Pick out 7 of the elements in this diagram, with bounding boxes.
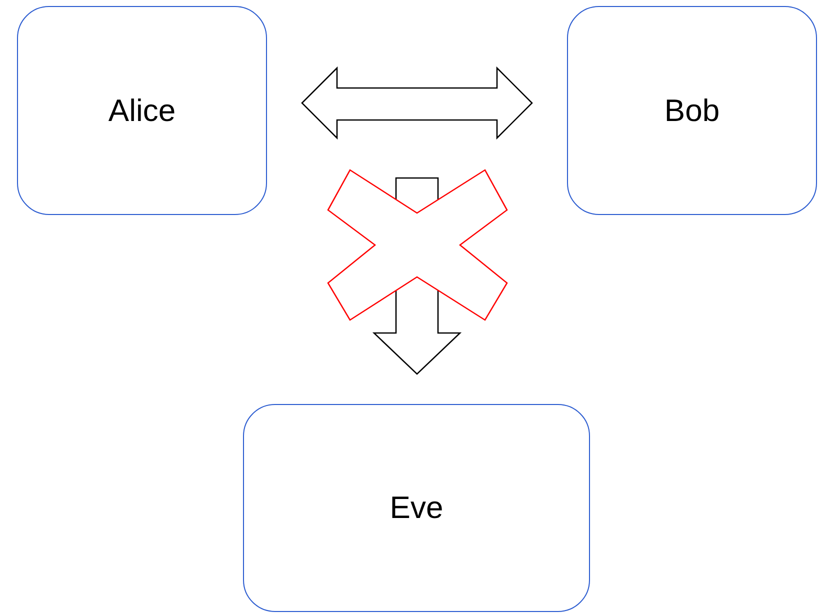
block-arrow (301, 66, 533, 140)
node-label: Alice (108, 92, 176, 128)
process-box (17, 6, 267, 215)
node-label: Eve (390, 490, 444, 526)
node-label: Bob (664, 92, 720, 128)
process-box (567, 6, 817, 215)
process-box (243, 404, 590, 612)
